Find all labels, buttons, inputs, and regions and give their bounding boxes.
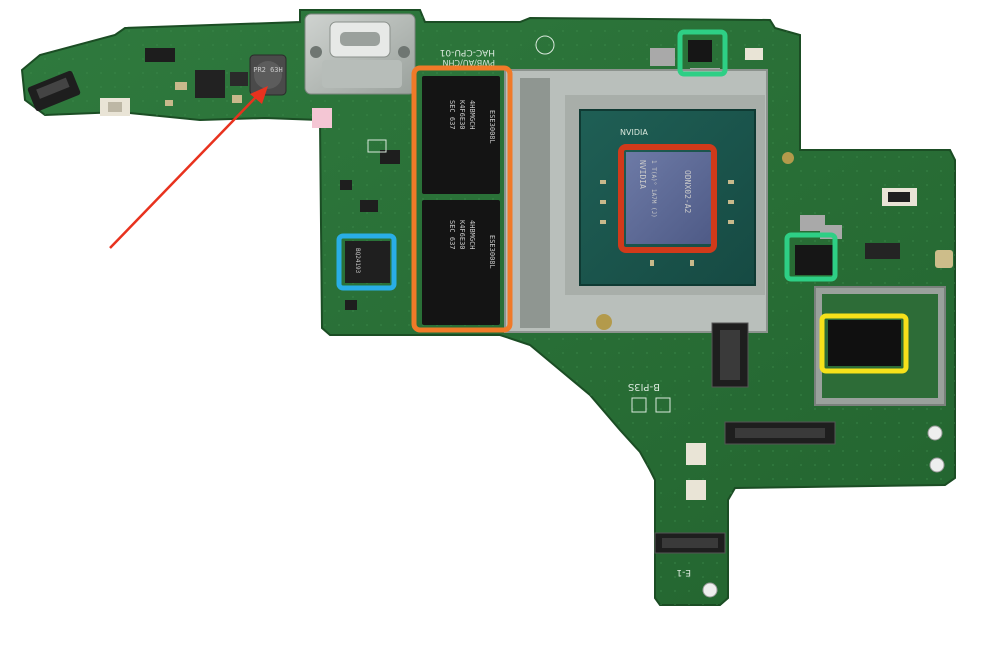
ram-top-line1: SEC 637 [448, 100, 456, 130]
soc-brand: NVIDIA [638, 160, 647, 189]
board-sub-label: PWB/AU/CHN [442, 58, 495, 67]
ram-top-line2: K4F6E30 [458, 100, 466, 130]
ram-chip-bottom [422, 200, 500, 325]
highlight-soc [618, 144, 717, 253]
highlight-yellow [819, 313, 909, 374]
soc-die [626, 152, 714, 244]
arrow-pointer [109, 86, 268, 249]
ram-bottom-line3: 4HBMGCH [468, 220, 476, 250]
charger-ic-label: BQ24193 [354, 248, 361, 274]
inductor-label: PR2 63H [253, 66, 283, 74]
silk-mark-e: E-1 [676, 567, 691, 577]
board-label: HAC-CPU-01 [440, 47, 495, 57]
soc-line1: 1 T(A)° 1A7M (J) [650, 160, 657, 218]
wifi-module [828, 320, 901, 366]
soc-part: ODNX02-A2 [683, 170, 692, 214]
highlight-top-green [677, 29, 728, 77]
soc-brand-top: NVIDIA [620, 128, 648, 137]
ram-top-side: ESE3008L [488, 110, 496, 144]
highlight-blue [336, 233, 397, 291]
ram-bottom-line2: K4F6E30 [458, 220, 466, 250]
ram-bottom-line1: SEC 637 [448, 220, 456, 250]
ram-top-line3: 4HBMGCH [468, 100, 476, 130]
ram-bottom-side: ESE3008L [488, 235, 496, 269]
silk-mark-b: B-PI3S [628, 381, 660, 392]
highlight-ram [411, 65, 513, 333]
highlight-right-green [784, 232, 838, 282]
charger-ic [345, 241, 390, 283]
ram-chip-top [422, 76, 500, 194]
